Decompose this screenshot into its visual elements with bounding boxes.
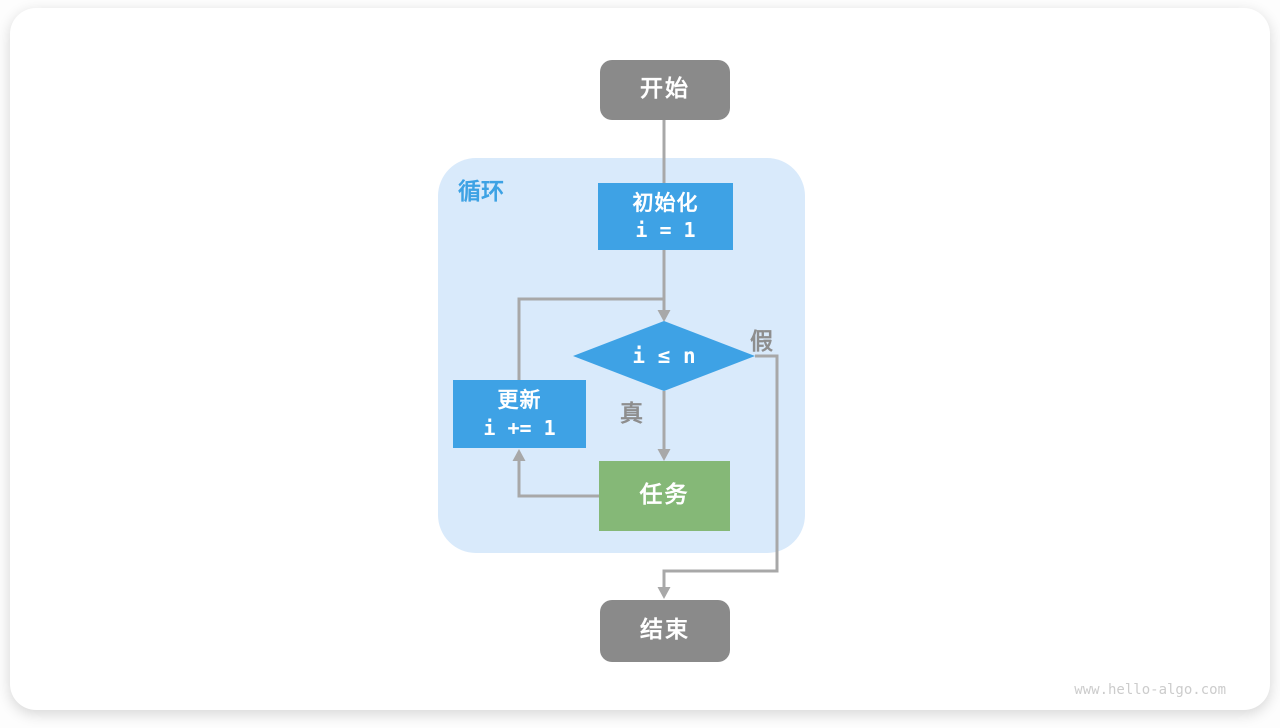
arrowhead-into-end <box>657 587 671 599</box>
node-task: 任务 <box>599 461 730 531</box>
node-start: 开始 <box>600 60 730 120</box>
true-branch-label: 真 <box>620 401 643 427</box>
node-end: 结束 <box>600 600 730 662</box>
flowchart-stage: 循环 开始 初始化 i = 1 <box>10 8 1270 710</box>
node-update-label: 更新 <box>497 388 542 413</box>
node-initialize-label: 初始化 <box>632 190 699 215</box>
node-initialize: 初始化 i = 1 <box>598 183 733 250</box>
diagram-card: 循环 开始 初始化 i = 1 <box>10 8 1270 710</box>
loop-region-label: 循环 <box>458 179 504 205</box>
node-task-label: 任务 <box>639 482 690 509</box>
false-branch-label: 假 <box>750 329 773 355</box>
node-update: 更新 i += 1 <box>453 380 586 448</box>
watermark-url: www.hello-algo.com <box>1074 682 1226 698</box>
node-start-label: 开始 <box>640 76 690 103</box>
node-condition-label: i ≤ n <box>632 344 696 368</box>
node-condition: i ≤ n <box>573 321 755 391</box>
node-update-code: i += 1 <box>483 415 556 440</box>
node-end-label: 结束 <box>640 617 690 644</box>
node-initialize-code: i = 1 <box>635 218 696 243</box>
